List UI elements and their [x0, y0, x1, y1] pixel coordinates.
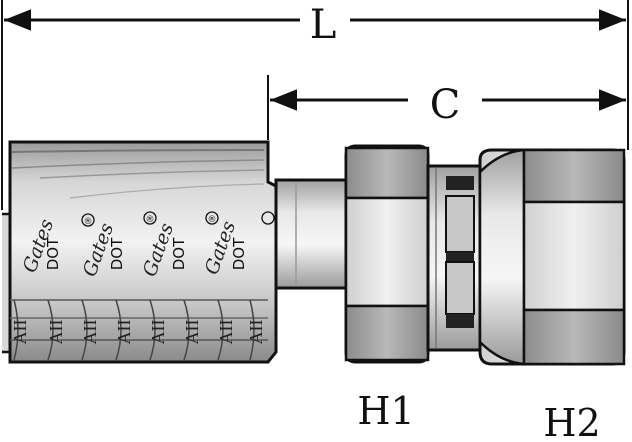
hex2-label: H2: [543, 401, 600, 442]
dimension-c: C: [267, 75, 626, 140]
ferrule: Gates DOT Gates DOT ® Gates DOT ®: [8, 140, 278, 364]
registered-icon: [205, 211, 219, 225]
dot-mark: DOT: [230, 237, 248, 270]
crimp-code: AII: [46, 320, 66, 345]
dot-mark: DOT: [170, 237, 188, 270]
hex-nut-h2: [478, 148, 626, 366]
dimension-c-label: C: [430, 82, 461, 128]
crimp-code: AII: [10, 320, 30, 345]
crimp-code-row: AII AII AII AII AII AII AII AII: [10, 320, 266, 345]
crimp-code: AII: [114, 320, 134, 345]
crimp-code: AII: [246, 320, 266, 345]
crimp-ridges: [10, 299, 268, 361]
crimp-code: AII: [182, 320, 202, 345]
registered-icon: [81, 213, 95, 227]
hex-nut-h1: [344, 144, 430, 364]
registered-icon: [261, 211, 275, 225]
hex1-label: H1: [357, 389, 414, 433]
stem-tube: [274, 178, 348, 290]
dot-mark: DOT: [108, 237, 126, 270]
crimp-code: AII: [148, 320, 168, 345]
crimp-code: AII: [216, 320, 236, 345]
registered-mark: ®: [146, 215, 155, 225]
registered-icon: [143, 211, 157, 225]
registered-mark: ®: [208, 215, 217, 225]
dimension-l-label: L: [310, 2, 337, 48]
crimp-code: AII: [80, 320, 100, 345]
dimension-l: L: [1, 0, 629, 210]
registered-mark: ®: [84, 217, 93, 227]
dot-mark: DOT: [44, 237, 62, 270]
groove-section: [426, 164, 482, 352]
